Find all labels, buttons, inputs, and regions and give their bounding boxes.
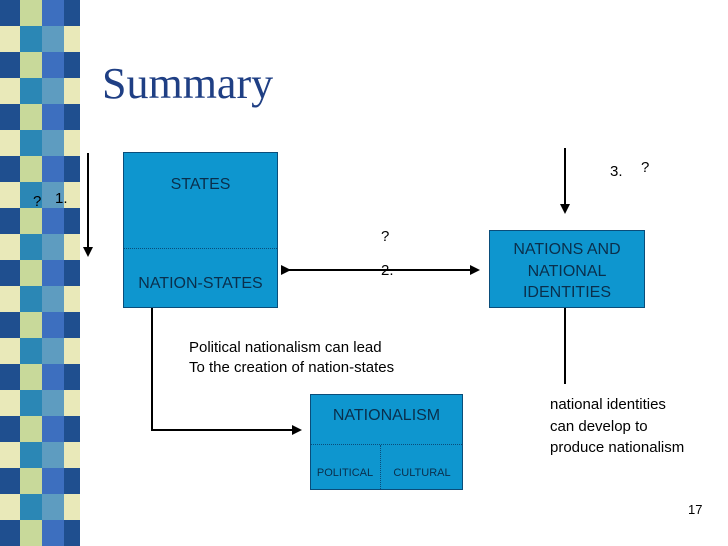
arrow-states-to-nationalism — [152, 308, 300, 430]
